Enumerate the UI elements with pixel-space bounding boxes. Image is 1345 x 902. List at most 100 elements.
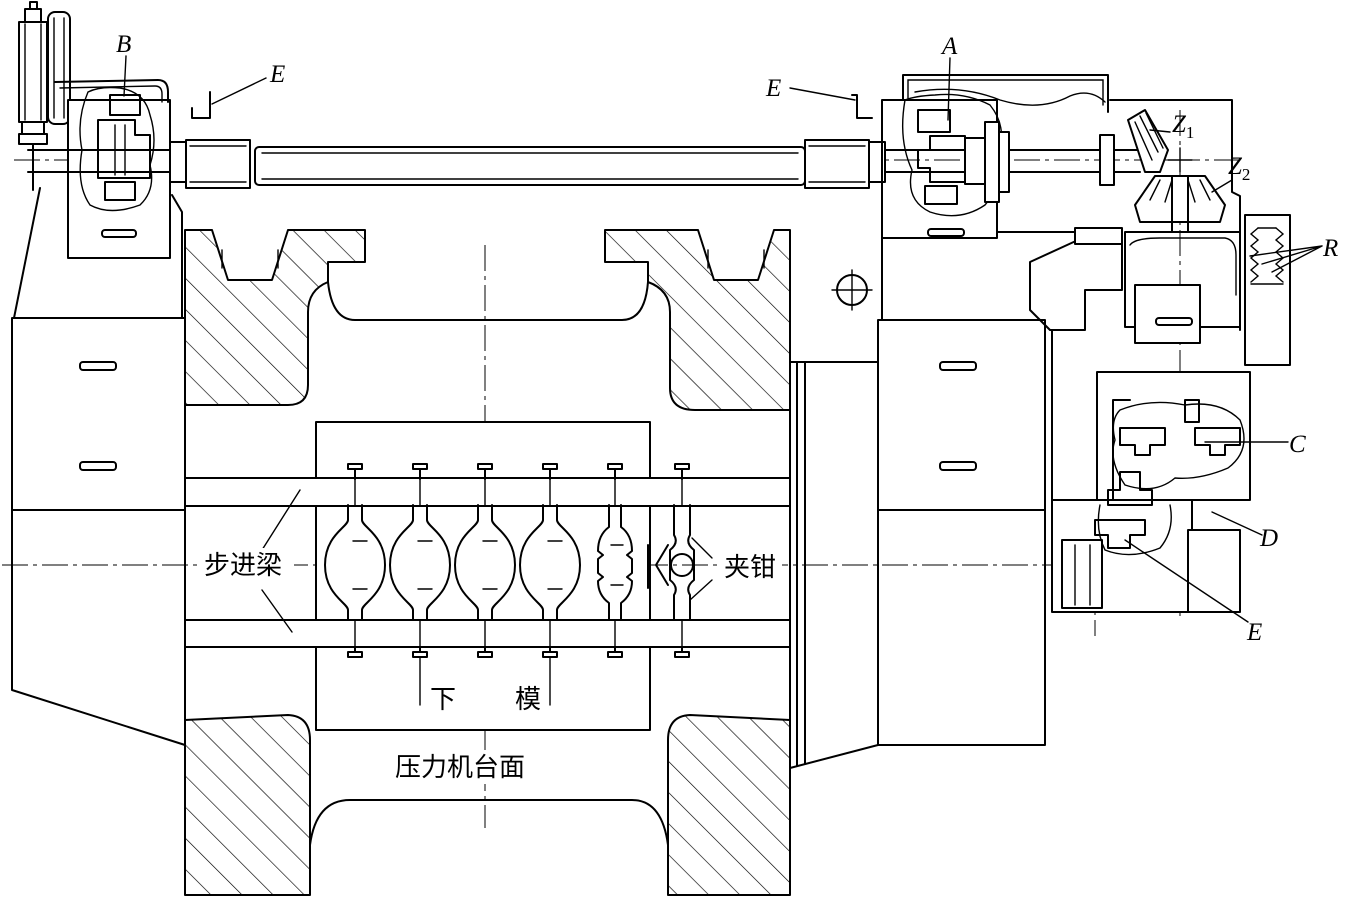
latch-e-top-right — [851, 94, 873, 119]
mechanism-c-t-slot-right — [1194, 427, 1241, 456]
rack-housing — [1244, 214, 1291, 366]
leader-lines — [123, 55, 1323, 633]
left-gearbox-b — [54, 79, 171, 259]
left-gear-upper — [109, 94, 141, 116]
leader-r — [1249, 245, 1323, 273]
label-z2: Z2 — [1228, 153, 1250, 184]
labels: B E A E Z1 Z2 R C D E 步进梁 夹钳 下 模 压力机台面 — [116, 31, 1338, 784]
upper-right-hatched-block — [604, 229, 791, 411]
left-frame-body — [11, 317, 186, 746]
label-clamp: 夹钳 — [724, 553, 776, 583]
right-sleeve-line — [808, 145, 866, 183]
left-gearbox-slot — [101, 229, 137, 238]
bevel-gear-z1 — [1127, 109, 1169, 173]
belt-guard — [47, 11, 71, 125]
right-frame-edge-lines — [796, 361, 806, 767]
clamps — [347, 463, 690, 706]
left-motor-unit — [18, 1, 71, 191]
left-body-upper — [11, 317, 186, 511]
motor-nut-2 — [18, 133, 48, 145]
right-mid-housing — [1029, 227, 1241, 344]
left-coupling-sleeve — [185, 139, 251, 189]
right-gearbox-cover — [902, 74, 1109, 113]
left-column — [13, 187, 183, 319]
label-walking-beam: 步进梁 — [204, 551, 282, 581]
clamp-jaw-chevron — [655, 544, 669, 586]
left-coupling-flange — [169, 141, 187, 183]
right-housing-lower — [1134, 284, 1201, 344]
rack-teeth-frame — [1250, 227, 1284, 285]
left-body-slot-upper — [79, 361, 117, 371]
leader-a — [947, 57, 951, 121]
right-coupling-sleeve — [804, 139, 870, 189]
label-lower-die-left: 下 — [430, 685, 456, 715]
label-e-top-right: E — [765, 75, 781, 102]
left-sleeve-line — [189, 145, 247, 183]
clamp-rod-extension — [419, 656, 551, 706]
label-press-table: 压力机台面 — [395, 753, 525, 783]
right-gearbox-cover-inner — [907, 79, 1104, 106]
mechanism-d-detail — [1074, 544, 1091, 606]
leader-e-top-right — [789, 87, 856, 101]
upper-left-hatched-block — [184, 229, 366, 406]
label-e-top-left: E — [269, 61, 285, 88]
locating-hole — [831, 269, 873, 311]
label-lower-die-right: 模 — [515, 685, 541, 715]
leader-e-top-left — [211, 77, 267, 105]
label-d: D — [1259, 525, 1278, 552]
right-body-slot-upper — [939, 361, 977, 371]
workpiece-blanks — [324, 504, 695, 621]
right-gear-lower — [924, 185, 958, 205]
bearing-block — [1099, 134, 1115, 186]
right-housing-slot — [1155, 317, 1193, 326]
blank-6-hole — [670, 553, 694, 577]
leader-d — [1211, 511, 1263, 536]
mechanism-d-break-line — [1097, 504, 1172, 556]
belt-guard-line — [53, 17, 65, 119]
mechanism-d-side-box — [1187, 529, 1241, 613]
leader-walking-beam — [261, 489, 301, 633]
motor-top-nut — [24, 8, 42, 23]
leader-z2 — [1211, 179, 1233, 193]
label-b: B — [116, 31, 131, 58]
left-body-lower — [11, 509, 186, 746]
right-body-slot-lower — [939, 461, 977, 471]
left-gearbox-cover-inner — [59, 85, 163, 103]
bevel-gear-z2-teeth — [1149, 179, 1211, 203]
latch-e-top-left — [191, 91, 211, 119]
bevel-gear-z2 — [1134, 175, 1226, 223]
right-body-block — [877, 319, 1046, 746]
right-housing-curve — [1129, 237, 1237, 296]
press-table-label-bg — [393, 750, 547, 784]
rack-teeth-right — [1274, 227, 1285, 283]
leader-clamp — [689, 537, 713, 601]
main-shaft-highlight — [261, 152, 799, 180]
motor-cylinder — [18, 21, 48, 123]
mechanism-d — [1051, 471, 1241, 613]
mechanism-d-inner-box — [1061, 539, 1103, 609]
left-column-outer-edge — [13, 187, 41, 319]
left-column-inner-edge — [171, 194, 183, 319]
right-gearbox-break-top — [914, 88, 1106, 106]
lower-right-hatched-block — [667, 714, 791, 896]
walking-beam-label-bg — [202, 548, 294, 580]
mechanism-c-upper-slot — [1184, 399, 1200, 423]
left-gear-lower — [104, 181, 136, 201]
motor-nut-1 — [21, 121, 45, 135]
label-z1: Z1 — [1172, 111, 1194, 142]
blank-6 — [669, 504, 695, 621]
press-frame-section — [184, 229, 791, 896]
left-gear-body — [97, 119, 151, 179]
left-body-slot-lower — [79, 461, 117, 471]
flange-hub — [964, 137, 986, 185]
lower-cavity-outline — [309, 799, 669, 846]
leader-b — [123, 55, 127, 97]
walking-beam-upper — [184, 477, 791, 507]
lower-die-block — [315, 421, 651, 731]
leader-z1 — [1149, 129, 1171, 133]
label-c: C — [1289, 431, 1306, 458]
vertical-shaft — [1171, 175, 1189, 233]
label-z1-sub: 1 — [1186, 123, 1195, 142]
right-gearbox-slot — [927, 228, 965, 237]
